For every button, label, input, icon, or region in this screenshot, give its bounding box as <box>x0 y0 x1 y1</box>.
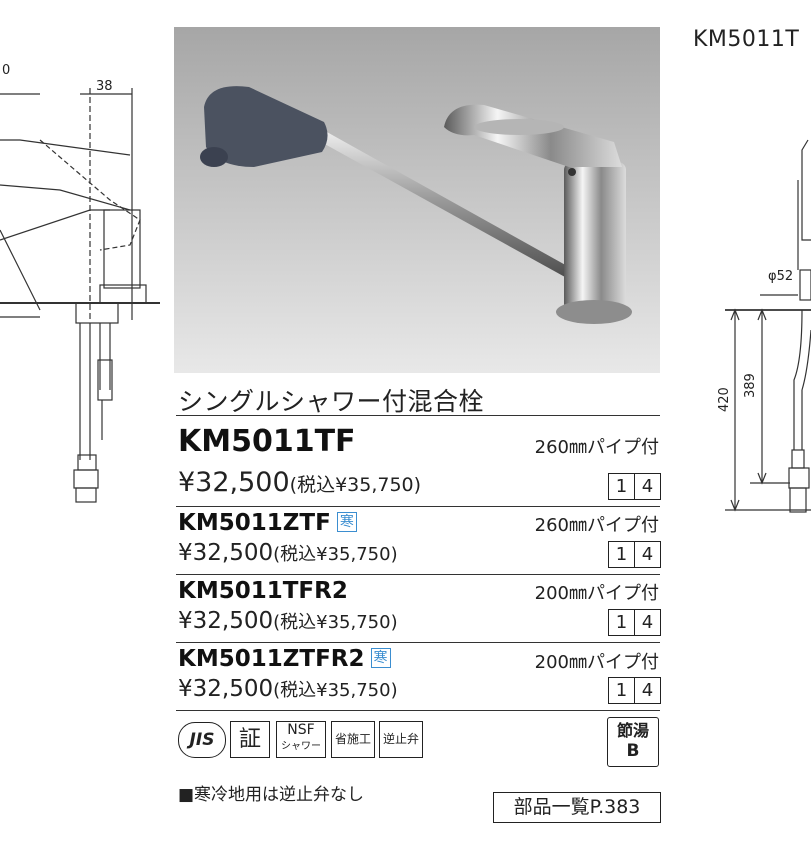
code-4b: 4 <box>634 678 660 703</box>
dim-389: 389 <box>743 373 758 398</box>
parts-list-reference: 部品一覧P.383 <box>493 792 661 823</box>
model-name-3: KM5011TFR2 <box>178 578 348 604</box>
jis-mark-text: JIS <box>189 730 215 750</box>
easy-install-text: 省施工 <box>334 732 371 746</box>
cold-region-badge-4: 寒 <box>370 648 391 668</box>
shower-label: シャワー <box>281 741 321 752</box>
pipe-length-1: 260㎜パイプ付 <box>534 437 659 458</box>
code-3a: 1 <box>615 612 628 633</box>
water-saving-label: 節湯 <box>616 721 649 740</box>
right-faucet-drawing: φ52 420 389 <box>717 139 811 513</box>
divider <box>176 574 660 575</box>
model-name-4-text: KM5011ZTFR2 <box>178 646 365 672</box>
cold-region-note: ■寒冷地用は逆止弁なし <box>178 785 365 805</box>
price-tax-2: (税込¥35,750) <box>273 544 398 565</box>
check-valve-badge: 逆止弁 <box>379 721 423 758</box>
cold-region-badge-2: 寒 <box>336 512 357 532</box>
nsf-label: NSF <box>287 722 315 738</box>
water-saving-grade: B <box>626 741 640 761</box>
code-1a: 1 <box>615 476 628 497</box>
dim-420: 420 <box>717 387 732 412</box>
model-name-1: KM5011TF <box>178 424 356 459</box>
price-tax-3: (税込¥35,750) <box>273 612 398 633</box>
price-2: ¥32,500(税込¥35,750) <box>178 540 398 566</box>
code-2b: 4 <box>634 542 660 567</box>
certification-badge: 証 <box>230 721 270 758</box>
divider <box>176 642 660 643</box>
code-3b: 4 <box>634 610 660 635</box>
dim-diameter: φ52 <box>768 269 793 284</box>
code-4a: 1 <box>615 680 628 701</box>
code-1b: 4 <box>634 474 660 499</box>
product-category-title: シングルシャワー付混合栓 <box>178 387 485 416</box>
certification-badge-text: 証 <box>238 727 261 752</box>
product-photo <box>174 27 660 373</box>
left-faucet-drawing: 0 38 <box>0 63 160 503</box>
left-dim-38: 38 <box>96 79 113 94</box>
water-saving-badge: 節湯 B <box>607 717 659 767</box>
divider <box>176 710 660 711</box>
check-valve-text: 逆止弁 <box>382 732 419 746</box>
price-value-3: ¥32,500 <box>178 608 274 634</box>
price-value-1: ¥32,500 <box>178 467 290 498</box>
jis-mark: JIS <box>178 722 226 758</box>
left-dim-partial: 0 <box>2 63 10 78</box>
price-value-4: ¥32,500 <box>178 676 274 702</box>
easy-install-badge: 省施工 <box>331 721 375 758</box>
model-name-2-text: KM5011ZTF <box>178 510 331 536</box>
nsf-shower-badge: NSF シャワー <box>276 721 326 758</box>
pipe-length-3: 200㎜パイプ付 <box>534 583 659 604</box>
code-2a: 1 <box>615 544 628 565</box>
divider <box>176 415 660 416</box>
pipe-length-2: 260㎜パイプ付 <box>534 515 659 536</box>
price-4: ¥32,500(税込¥35,750) <box>178 676 398 702</box>
right-drawing-title: KM5011T <box>693 27 800 52</box>
price-3: ¥32,500(税込¥35,750) <box>178 608 398 634</box>
price-1: ¥32,500(税込¥35,750) <box>178 467 421 498</box>
price-value-2: ¥32,500 <box>178 540 274 566</box>
price-tax-4: (税込¥35,750) <box>273 680 398 701</box>
pipe-length-4: 200㎜パイプ付 <box>534 652 659 673</box>
price-tax-1: (税込¥35,750) <box>289 474 422 496</box>
divider <box>176 506 660 507</box>
